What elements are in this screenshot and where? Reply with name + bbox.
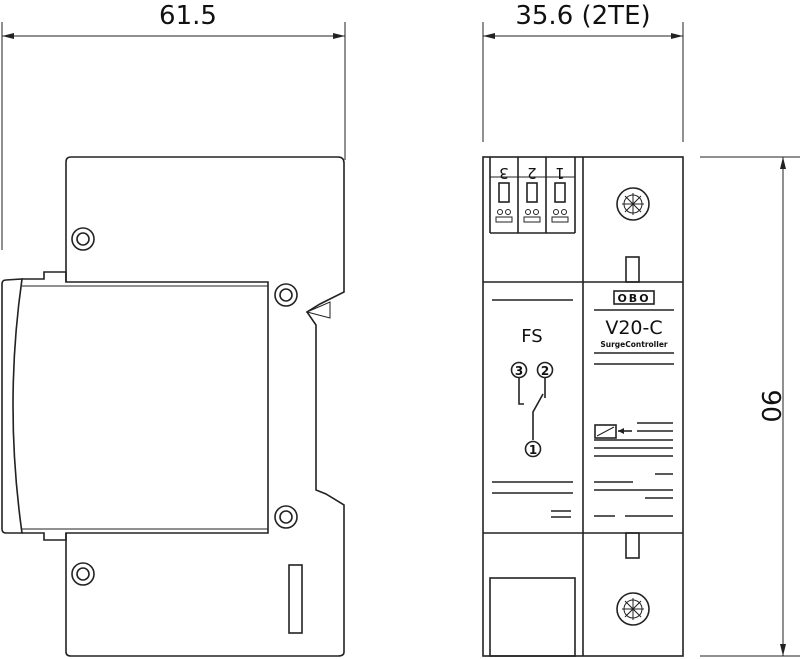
side-plugin-module <box>1 271 298 541</box>
depth-dimension-label: 61.5 <box>159 1 217 31</box>
side-view: 61.5 <box>1 1 346 657</box>
terminal-screw-2 <box>526 182 538 203</box>
bottom-conductor-tab <box>625 532 640 559</box>
bottom-label-window <box>489 577 576 657</box>
status-indicator-icon <box>594 424 632 439</box>
contact-schematic: 3 2 1 <box>510 361 554 458</box>
bottom-terminal-screw-icon <box>616 592 650 626</box>
contact-2-label: 2 <box>541 364 549 378</box>
terminal-number-3: 3 <box>499 164 509 182</box>
top-terminal-screw-icon <box>616 187 650 221</box>
product-label-panel: OBO V20-C SurgeController <box>594 290 674 517</box>
side-back-housing <box>65 156 345 657</box>
front-view: 35.6 (2TE) 90 3 2 1 <box>482 1 800 657</box>
depth-dimension: 61.5 <box>1 1 346 250</box>
height-dimension-label: 90 <box>755 389 785 422</box>
svg-text:OBO: OBO <box>617 292 650 305</box>
fs-panel: FS 3 2 1 <box>492 299 573 518</box>
terminal-screw-3 <box>498 182 510 203</box>
terminal-number-2: 2 <box>527 164 537 182</box>
fs-label: FS <box>521 326 542 347</box>
contact-3-label: 3 <box>515 364 523 378</box>
width-dimension-label: 35.6 (2TE) <box>515 1 650 31</box>
contact-1-label: 1 <box>529 443 537 457</box>
terminal-entry-holes <box>495 209 569 223</box>
series-label: SurgeController <box>600 340 668 349</box>
model-label: V20-C <box>605 317 662 339</box>
top-conductor-tab <box>625 256 640 283</box>
remote-terminal-block: 3 2 1 <box>489 157 576 234</box>
terminal-number-1: 1 <box>555 164 565 182</box>
terminal-screw-1 <box>554 182 566 203</box>
height-dimension: 90 <box>700 156 800 657</box>
brand-logo: OBO <box>613 290 655 305</box>
width-dimension: 35.6 (2TE) <box>482 1 684 142</box>
